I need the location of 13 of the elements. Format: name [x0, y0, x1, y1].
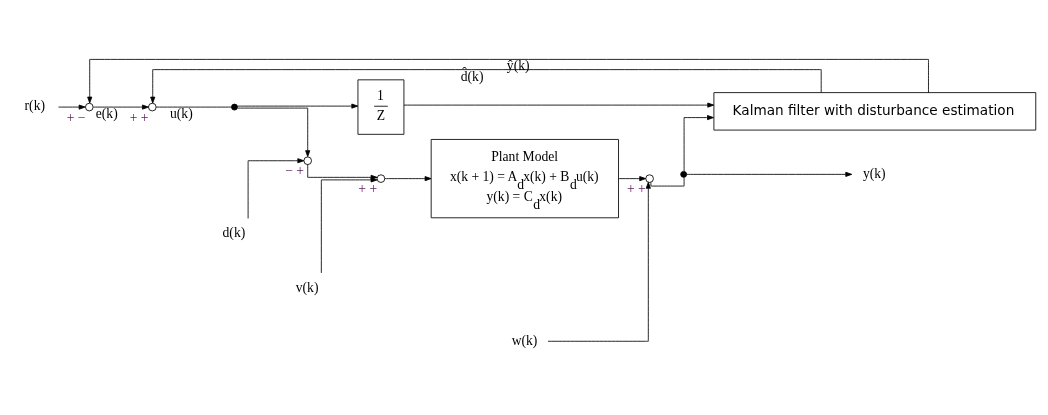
node-text: v(k) — [295, 279, 319, 295]
node-label: + + — [358, 180, 378, 196]
node-label: − + — [285, 162, 304, 178]
node-label: + + — [627, 180, 646, 196]
edge-label: e(k) — [95, 105, 118, 121]
node-text: y(k) — [862, 165, 886, 181]
node-text: w(k) — [511, 332, 538, 347]
edge-label: u(k) — [170, 105, 193, 121]
node-text: d(k) — [222, 224, 246, 240]
node-text: r(k) — [24, 97, 45, 113]
edge-label: d̂(k) — [460, 68, 484, 84]
node-label: + + — [129, 109, 149, 125]
node-label: + − — [66, 109, 86, 125]
